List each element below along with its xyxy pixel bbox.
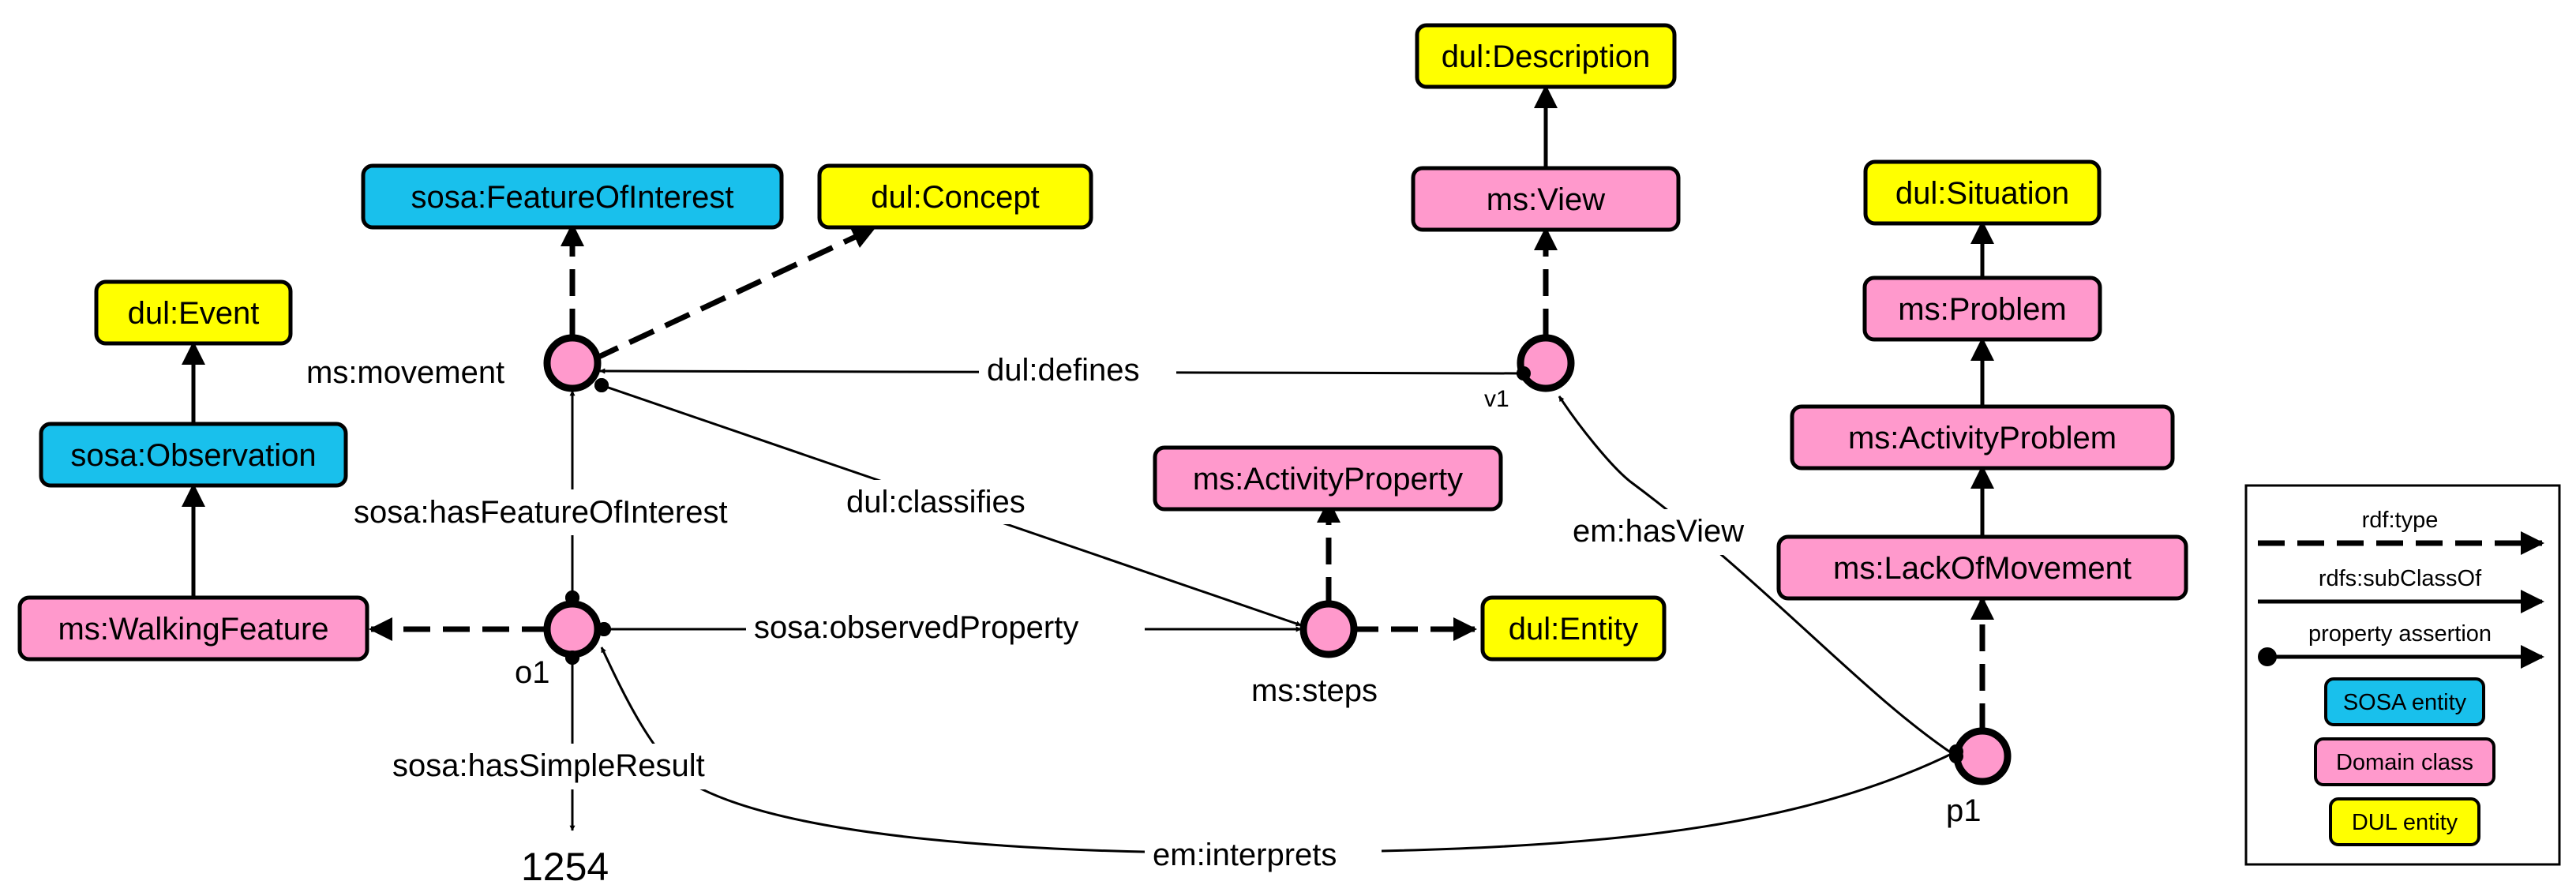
- legend-rdf-type-label: rdf:type: [2362, 508, 2439, 533]
- class-ms-activityproperty-label: ms:ActivityProperty: [1193, 462, 1463, 497]
- label-interprets: em:interprets: [1153, 838, 1337, 872]
- class-dul-event: dul:Event: [94, 279, 293, 346]
- node-v1: [1517, 334, 1575, 392]
- edges: [182, 84, 1994, 854]
- legend-sosa-label: SOSA entity: [2343, 690, 2467, 715]
- class-ms-view: ms:View: [1411, 166, 1681, 232]
- class-ms-activityproblem: ms:ActivityProblem: [1790, 404, 2175, 470]
- class-dul-description: dul:Description: [1415, 23, 1677, 89]
- node-steps: [1299, 600, 1358, 658]
- edge-label-group: dul:defines dul:classifies sosa:hasFeatu…: [347, 347, 1774, 879]
- class-dul-event-label: dul:Event: [128, 296, 260, 331]
- class-dul-situation: dul:Situation: [1863, 159, 2102, 226]
- instance-label-steps: ms:steps: [1251, 673, 1378, 708]
- legend: rdf:type rdfs:subClassOf property assert…: [2244, 484, 2561, 866]
- instance-label-o1: o1: [515, 655, 550, 690]
- class-ms-walkingfeature-label: ms:WalkingFeature: [58, 612, 328, 647]
- label-defines: dul:defines: [987, 353, 1139, 388]
- edge-type-movement-concept: [592, 225, 876, 362]
- class-dul-entity-label: dul:Entity: [1509, 612, 1639, 647]
- literal-value: 1254: [521, 845, 609, 889]
- class-ms-problem: ms:Problem: [1862, 276, 2102, 342]
- node-o1: [543, 600, 602, 658]
- class-dul-situation-label: dul:Situation: [1895, 176, 2069, 211]
- label-classifies: dul:classifies: [846, 485, 1026, 519]
- class-ms-activityproblem-label: ms:ActivityProblem: [1848, 421, 2117, 455]
- class-ms-activityproperty: ms:ActivityProperty: [1153, 445, 1503, 512]
- class-dul-description-label: dul:Description: [1442, 39, 1651, 74]
- class-ms-lackofmovement-label: ms:LackOfMovement: [1833, 551, 2132, 586]
- class-sosa-featureofinterest-label: sosa:FeatureOfInterest: [411, 180, 733, 215]
- class-ms-walkingfeature: ms:WalkingFeature: [17, 595, 369, 662]
- legend-dul-swatch: [2329, 797, 2480, 846]
- label-hassimpleresult: sosa:hasSimpleResult: [392, 748, 705, 783]
- legend-domain-swatch: [2314, 737, 2495, 786]
- class-sosa-observation: sosa:Observation: [39, 422, 348, 488]
- class-sosa-observation-label: sosa:Observation: [70, 438, 316, 473]
- class-ms-problem-label: ms:Problem: [1898, 292, 2066, 327]
- instance-label-movement: ms:movement: [306, 355, 504, 390]
- instance-label-v1: v1: [1484, 386, 1509, 412]
- border-dots: [565, 366, 1963, 763]
- class-boxes: dul:Description sosa:FeatureOfInterest d…: [17, 23, 2188, 662]
- label-observedproperty: sosa:observedProperty: [754, 610, 1078, 645]
- legend-property-assertion-dot: [2258, 647, 2277, 666]
- legend-dul-label: DUL entity: [2352, 810, 2458, 835]
- class-dul-entity: dul:Entity: [1480, 595, 1667, 662]
- class-ms-lackofmovement: ms:LackOfMovement: [1776, 534, 2188, 601]
- class-sosa-featureofinterest: sosa:FeatureOfInterest: [361, 163, 784, 230]
- node-p1: [1953, 727, 2012, 785]
- legend-property-assertion-label: property assertion: [2308, 621, 2492, 647]
- node-movement: [543, 334, 602, 392]
- label-hasview: em:hasView: [1573, 514, 1744, 549]
- legend-domain-label: Domain class: [2336, 750, 2473, 775]
- class-dul-concept: dul:Concept: [817, 163, 1093, 230]
- label-hasfeatureofinterest: sosa:hasFeatureOfInterest: [354, 495, 728, 530]
- class-ms-view-label: ms:View: [1487, 182, 1606, 217]
- legend-subclassof-label: rdfs:subClassOf: [2319, 566, 2482, 591]
- instance-label-p1: p1: [1946, 793, 1982, 828]
- legend-sosa-swatch: [2324, 677, 2485, 726]
- class-dul-concept-label: dul:Concept: [871, 180, 1039, 215]
